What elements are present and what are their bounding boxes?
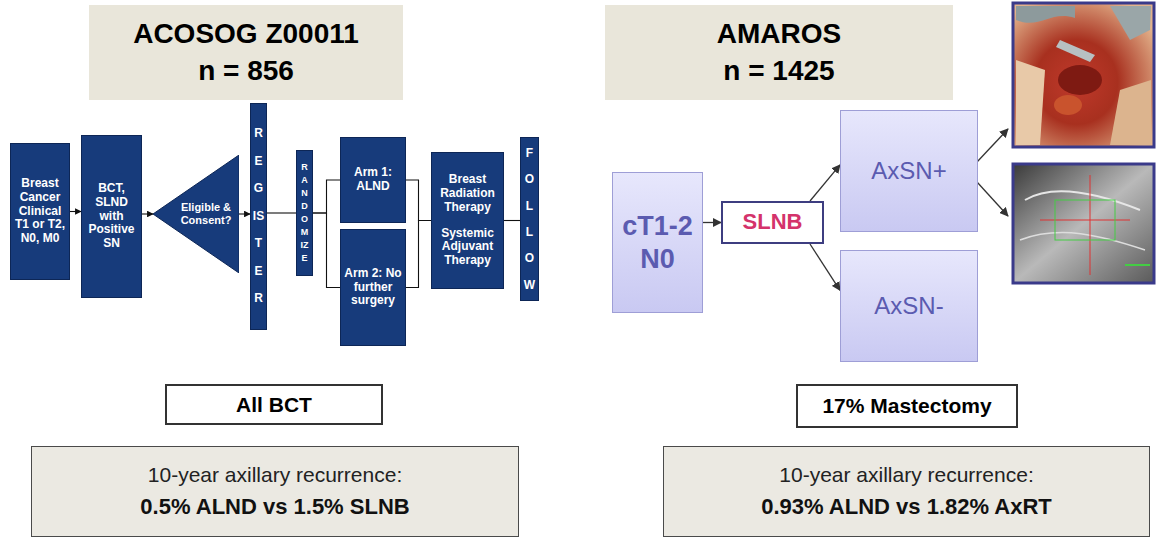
decision-triangle: Eligible & Consent? [153,155,239,273]
box-label: AxSN- [874,292,943,321]
box-label: SLNB [743,209,803,235]
connector [70,211,81,212]
trial-header: AMAROSn = 1425 [605,5,953,100]
trial-header: ACOSOG Z00011n = 856 [89,5,403,100]
note-box: 17% Mastectomy [796,384,1018,428]
box-label: 0.93% ALND vs 1.82% AxRT [761,491,1052,523]
pointer-arrow [977,129,1008,162]
connector [810,165,840,201]
procedure-box: SLNB [721,201,824,244]
radiation-plan-image [1013,164,1154,283]
vertical-step-box: RANDOMIZE [296,150,313,276]
box-label: Systemic Adjuvant Therapy [435,227,500,268]
connector [313,213,340,288]
process-box: BCT, SLND with Positive SN [81,135,142,298]
note-box: All BCT [165,384,383,425]
box-label: Breast Radiation Therapy [435,173,500,214]
vertical-step-box: FOLLOW [520,137,539,301]
connector [406,180,431,221]
triangle-shape [153,155,239,273]
box-label: Eligible & Consent? [177,201,235,227]
result-group-box: AxSN- [840,250,978,362]
process-box: Breast Cancer Clinical T1 or T2, N0, M0 [10,143,70,280]
box-label: n = 856 [198,53,294,89]
box-label: REGISTER [253,120,265,313]
result-box: 10-year axillary recurrence:0.5% ALND vs… [31,446,519,537]
result-group-box: AxSN+ [840,110,978,232]
box-label: Breast Cancer Clinical T1 or T2, N0, M0 [14,177,66,246]
box-label: 0.5% ALND vs 1.5% SLNB [140,491,409,523]
connector [142,213,153,214]
box-label: ACOSOG Z00011 [133,16,359,52]
connector [504,220,520,221]
box-label: FOLLOW [524,140,536,298]
pointer-arrow [977,182,1008,216]
connector [810,244,840,290]
result-box: 10-year axillary recurrence:0.93% ALND v… [663,446,1150,537]
box-label: 10-year axillary recurrence: [148,460,402,490]
arm-box: Arm 1: ALND [340,137,406,223]
box-label: BCT, SLND with Positive SN [85,182,138,251]
box-label: Arm 1: ALND [344,166,402,194]
box-label: All BCT [236,392,312,417]
box-label: n = 1425 [723,53,834,89]
connector [703,222,721,223]
vertical-step-box: REGISTER [250,103,267,330]
stage-box: cT1-2 N0 [612,172,703,313]
box-label: Arm 2: No further surgery [344,267,402,308]
connector [239,213,250,214]
box-label: 10-year axillary recurrence: [779,460,1033,490]
therapy-box: Breast Radiation TherapySystemic Adjuvan… [431,152,504,289]
box-label: AxSN+ [871,157,946,186]
connector [313,180,340,213]
connector [406,221,431,288]
box-label: RANDOMIZE [300,161,309,265]
arm-box: Arm 2: No further surgery [340,229,406,346]
connector [267,212,296,213]
box-label: 17% Mastectomy [822,393,991,418]
box-label: cT1-2 N0 [613,210,702,275]
box-label: AMAROS [717,16,841,52]
surgery-photo [1013,3,1154,147]
